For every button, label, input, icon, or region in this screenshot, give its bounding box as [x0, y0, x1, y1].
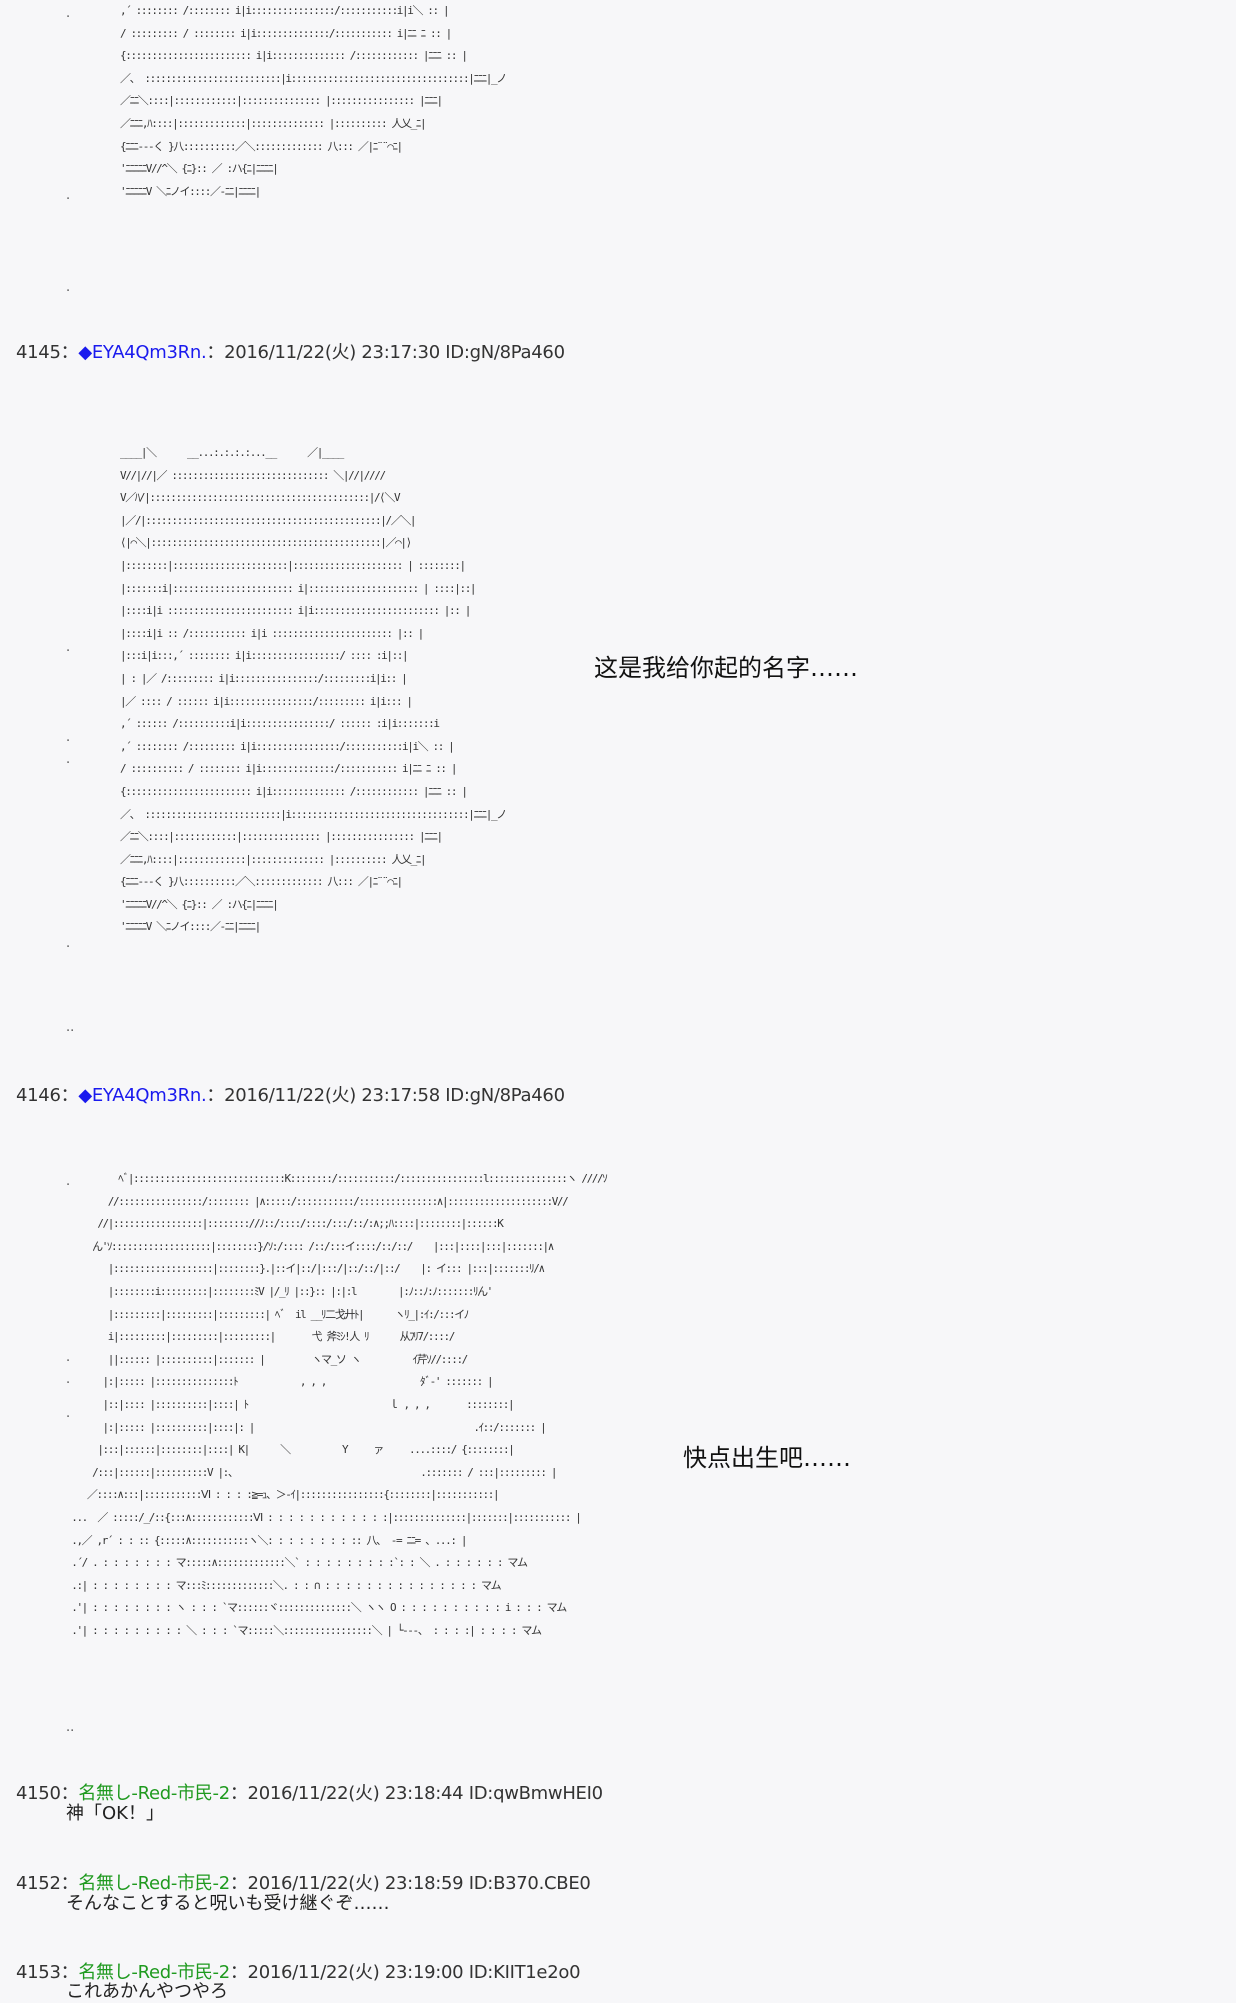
post-header-4152: 4152：名無し-Red-市民-2：2016/11/22(火) 23:18:59…	[16, 1869, 591, 1895]
post-body: 神「OK！」	[66, 1803, 164, 1824]
spacer-dot: .	[66, 6, 71, 21]
spacer-dot: .	[66, 280, 71, 295]
poster-trip[interactable]: ◆EYA4Qm3Rn.	[78, 1085, 207, 1106]
spacer-dot: .	[66, 1174, 71, 1189]
spacer-dot: .	[66, 1406, 71, 1421]
post-meta: ：2016/11/22(火) 23:19:00 ID:KIIT1e2o0	[229, 1962, 581, 1983]
post-meta: ：2016/11/22(火) 23:17:58 ID:gN/8Pa460	[206, 1085, 565, 1106]
spacer-dot: ..	[66, 1720, 75, 1735]
poster-name[interactable]: 名無し-Red-市民-2	[78, 1962, 230, 1983]
post-body: これあかんやつやろ	[66, 1981, 228, 2002]
separator: ：	[60, 1873, 79, 1894]
poster-trip[interactable]: ◆EYA4Qm3Rn.	[78, 342, 207, 363]
ascii-art-4145: ____|＼ __...:.:.:.:...__ ／|____ V//|//|／…	[120, 446, 507, 934]
spacer-dot: .	[66, 1350, 71, 1365]
post-number[interactable]: 4145	[16, 342, 61, 363]
spacer-dot: .	[66, 1372, 71, 1387]
spacer-dot: .	[66, 188, 71, 203]
poster-name[interactable]: 名無し-Red-市民-2	[78, 1783, 230, 1804]
speech-text: 这是我给你起的名字……	[594, 654, 858, 682]
spacer-dot: .	[66, 752, 71, 767]
post-number[interactable]: 4150	[16, 1783, 61, 1804]
speech-text: 快点出生吧……	[683, 1444, 851, 1472]
separator: ：	[60, 1962, 79, 1983]
post-header-4145: 4145：◆EYA4Qm3Rn.：2016/11/22(火) 23:17:30 …	[16, 338, 565, 364]
poster-name[interactable]: 名無し-Red-市民-2	[78, 1873, 230, 1894]
separator: ：	[60, 342, 79, 363]
post-number[interactable]: 4153	[16, 1962, 61, 1983]
post-number[interactable]: 4152	[16, 1873, 61, 1894]
post-meta: ：2016/11/22(火) 23:18:44 ID:qwBmwHEI0	[229, 1783, 603, 1804]
separator: ：	[60, 1783, 79, 1804]
spacer-dot: .	[66, 640, 71, 655]
ascii-art-4146: ﾍﾞ|:::::::::::::::::::::::::::::K:::::::…	[71, 1172, 608, 1637]
post-meta: ：2016/11/22(火) 23:17:30 ID:gN/8Pa460	[206, 342, 565, 363]
spacer-dot: .	[66, 730, 71, 745]
post-number[interactable]: 4146	[16, 1085, 61, 1106]
spacer-dot: ..	[66, 1020, 75, 1035]
ascii-art-top: ,´ :::::::: /:::::::: i|i:::::::::::::::…	[120, 4, 507, 198]
separator: ：	[60, 1085, 79, 1106]
post-header-4150: 4150：名無し-Red-市民-2：2016/11/22(火) 23:18:44…	[16, 1779, 603, 1805]
post-header-4146: 4146：◆EYA4Qm3Rn.：2016/11/22(火) 23:17:58 …	[16, 1081, 565, 1107]
post-meta: ：2016/11/22(火) 23:18:59 ID:B370.CBE0	[229, 1873, 591, 1894]
post-header-4153: 4153：名無し-Red-市民-2：2016/11/22(火) 23:19:00…	[16, 1958, 581, 1984]
spacer-dot: .	[66, 936, 71, 951]
post-body: そんなことすると呪いも受け継ぐぞ……	[66, 1893, 390, 1914]
